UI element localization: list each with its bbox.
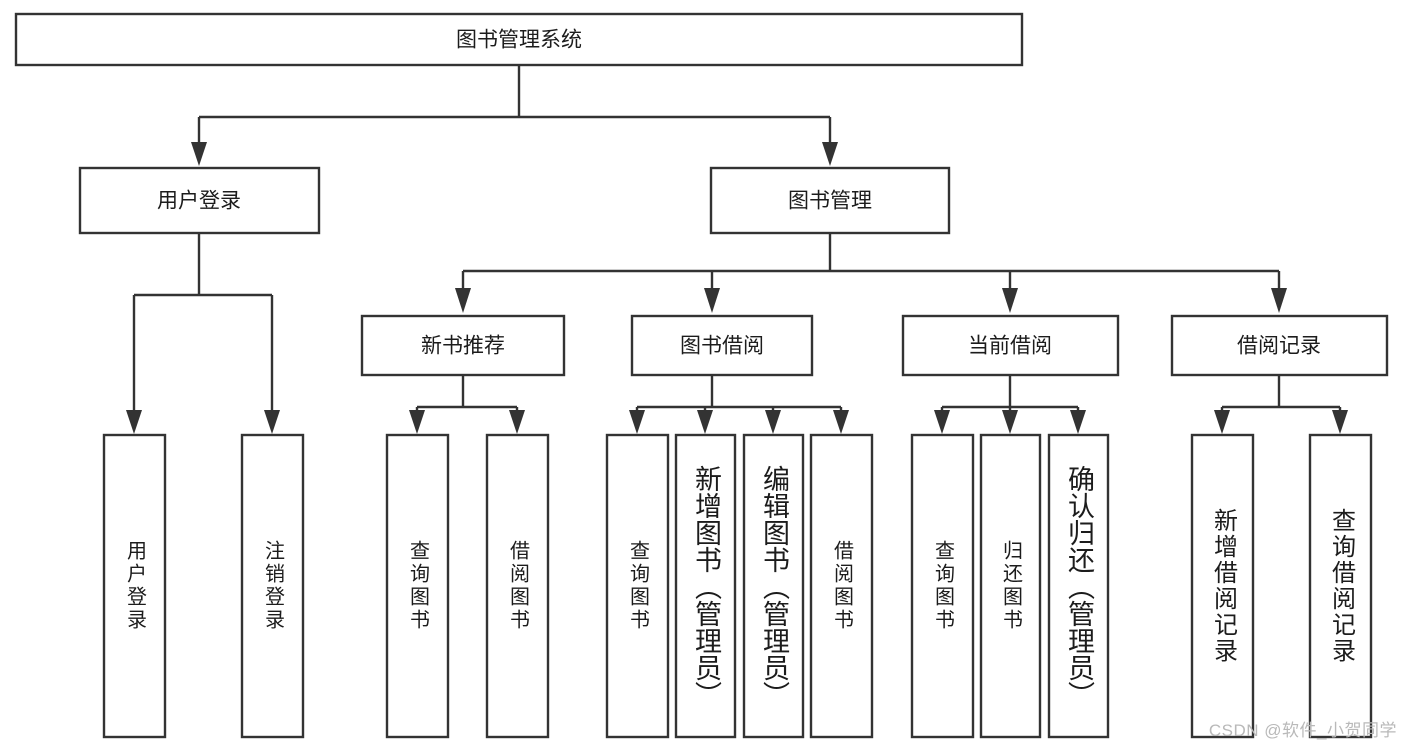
node-label-new-book-recommend: 新书推荐 [421,335,505,358]
node-label-root: 图书管理系统 [456,29,582,52]
node-label-current-borrow: 当前借阅 [968,335,1052,358]
arrow-head-book-borrow [704,288,720,313]
node-box-leaf-borrow-book-2[interactable] [809,433,874,739]
connector-group-book-borrow [629,375,849,434]
node-box-user-login[interactable] [78,166,321,235]
node-box-leaf-borrow-book-1[interactable] [485,433,550,739]
arrow-head-leaf-query-record [1332,410,1348,434]
node-label-user-login: 用户登录 [157,190,241,213]
arrow-head-leaf-edit-book [765,410,781,434]
node-box-book-manage[interactable] [709,166,951,235]
node-box-root[interactable] [14,12,1024,67]
node-box-leaf-query-record[interactable] [1308,433,1373,739]
arrow-head-leaf-query-book-2 [629,410,645,434]
arrow-head-current-borrow [1002,288,1018,313]
node-label-book-manage: 图书管理 [788,190,872,213]
node-box-leaf-add-book[interactable] [674,433,737,739]
arrow-head-leaf-user-login [126,410,142,434]
node-box-leaf-confirm-return[interactable] [1047,433,1110,739]
arrow-head-leaf-query-book-3 [934,410,950,434]
arrow-head-user-login [191,142,207,166]
arrow-head-leaf-borrow-book-1 [509,410,525,434]
arrow-head-book-manage [822,142,838,166]
arrow-head-leaf-user-logout [264,410,280,434]
node-box-leaf-user-logout[interactable] [240,433,305,739]
arrow-head-leaf-add-book [697,410,713,434]
node-box-leaf-query-book-3[interactable] [910,433,975,739]
arrow-head-borrow-record [1271,288,1287,313]
node-box-leaf-return-book[interactable] [979,433,1042,739]
node-box-current-borrow[interactable] [901,314,1120,377]
node-box-leaf-user-login[interactable] [102,433,167,739]
node-box-new-book-recommend[interactable] [360,314,566,377]
node-box-leaf-query-book-1[interactable] [385,433,450,739]
connector-group-new-book-recommend [409,375,525,434]
connector-group-root [191,65,838,166]
node-box-book-borrow[interactable] [630,314,814,377]
watermark-text: CSDN @软件_小贺同学 [1208,721,1397,740]
node-box-borrow-record[interactable] [1170,314,1389,377]
arrow-head-leaf-query-book-1 [409,410,425,434]
arrow-head-leaf-add-record [1214,410,1230,434]
connector-group-book-manage [455,233,1287,313]
arrow-head-leaf-borrow-book-2 [833,410,849,434]
connector-group-current-borrow [934,375,1086,434]
arrow-head-new-book-recommend [455,288,471,313]
node-box-leaf-edit-book[interactable] [742,433,805,739]
node-box-leaf-add-record[interactable] [1190,433,1255,739]
node-box-leaf-query-book-2[interactable] [605,433,670,739]
arrow-head-leaf-return-book [1002,410,1018,434]
connector-group-borrow-record [1214,375,1348,434]
node-label-borrow-record: 借阅记录 [1237,335,1321,358]
node-label-book-borrow: 图书借阅 [680,335,764,358]
arrow-head-leaf-confirm-return [1070,410,1086,434]
connector-group-user-login [126,233,280,434]
